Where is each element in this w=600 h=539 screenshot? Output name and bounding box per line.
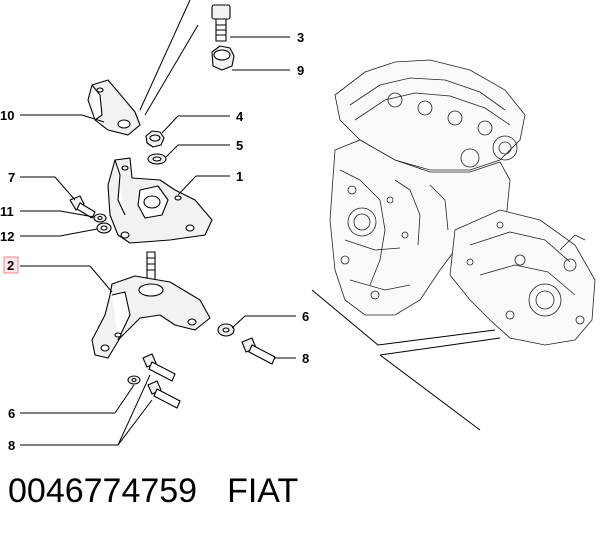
callout-9[interactable]: 9 [297, 63, 304, 78]
part-2-mount[interactable] [91, 251, 211, 359]
callout-2-highlight [3, 256, 19, 274]
callout-7[interactable]: 7 [8, 170, 15, 185]
part-12-washer[interactable] [96, 222, 112, 234]
callout-3[interactable]: 3 [297, 30, 304, 45]
callout-11[interactable]: 11 [0, 204, 14, 219]
part-5-washer[interactable] [147, 153, 167, 165]
part-9-nut[interactable] [211, 45, 235, 71]
part-8-bolt-right[interactable] [241, 337, 276, 365]
brand-name: FIAT [227, 472, 299, 510]
callout-6-right[interactable]: 6 [302, 309, 309, 324]
part-10-bracket[interactable] [87, 79, 141, 136]
callout-10[interactable]: 10 [0, 108, 14, 123]
part-4-nut[interactable] [145, 130, 165, 148]
part-3-bolt[interactable] [211, 4, 231, 42]
callout-1[interactable]: 1 [236, 169, 243, 184]
leader-lines [20, 36, 296, 446]
callout-4[interactable]: 4 [236, 109, 244, 124]
part-7-bolt[interactable] [69, 195, 96, 219]
callout-8-right[interactable]: 8 [302, 351, 309, 366]
part-6-washer-bottom[interactable] [127, 375, 141, 385]
part-1-support[interactable] [107, 157, 213, 244]
part-11-washer[interactable] [93, 213, 107, 223]
callout-5[interactable]: 5 [236, 138, 243, 153]
callout-6-bottom[interactable]: 6 [8, 406, 15, 421]
leader-top-b [144, 24, 199, 116]
callout-2[interactable]: 2 [7, 258, 14, 273]
leader-top-a [139, 0, 191, 111]
callout-8-bottom[interactable]: 8 [8, 438, 15, 453]
footer-caption: 0046774759 FIAT [8, 472, 328, 511]
callout-12[interactable]: 12 [0, 229, 14, 244]
engine-illustration [329, 59, 596, 346]
part-8-bolts-bottom[interactable] [142, 353, 181, 409]
callout-labels: 3 9 10 4 5 7 1 11 12 2 6 8 6 8 [0, 30, 309, 453]
mount-location-lines [311, 289, 501, 431]
part-number: 0046774759 [8, 472, 198, 510]
part-6-washer-right[interactable] [217, 323, 235, 337]
